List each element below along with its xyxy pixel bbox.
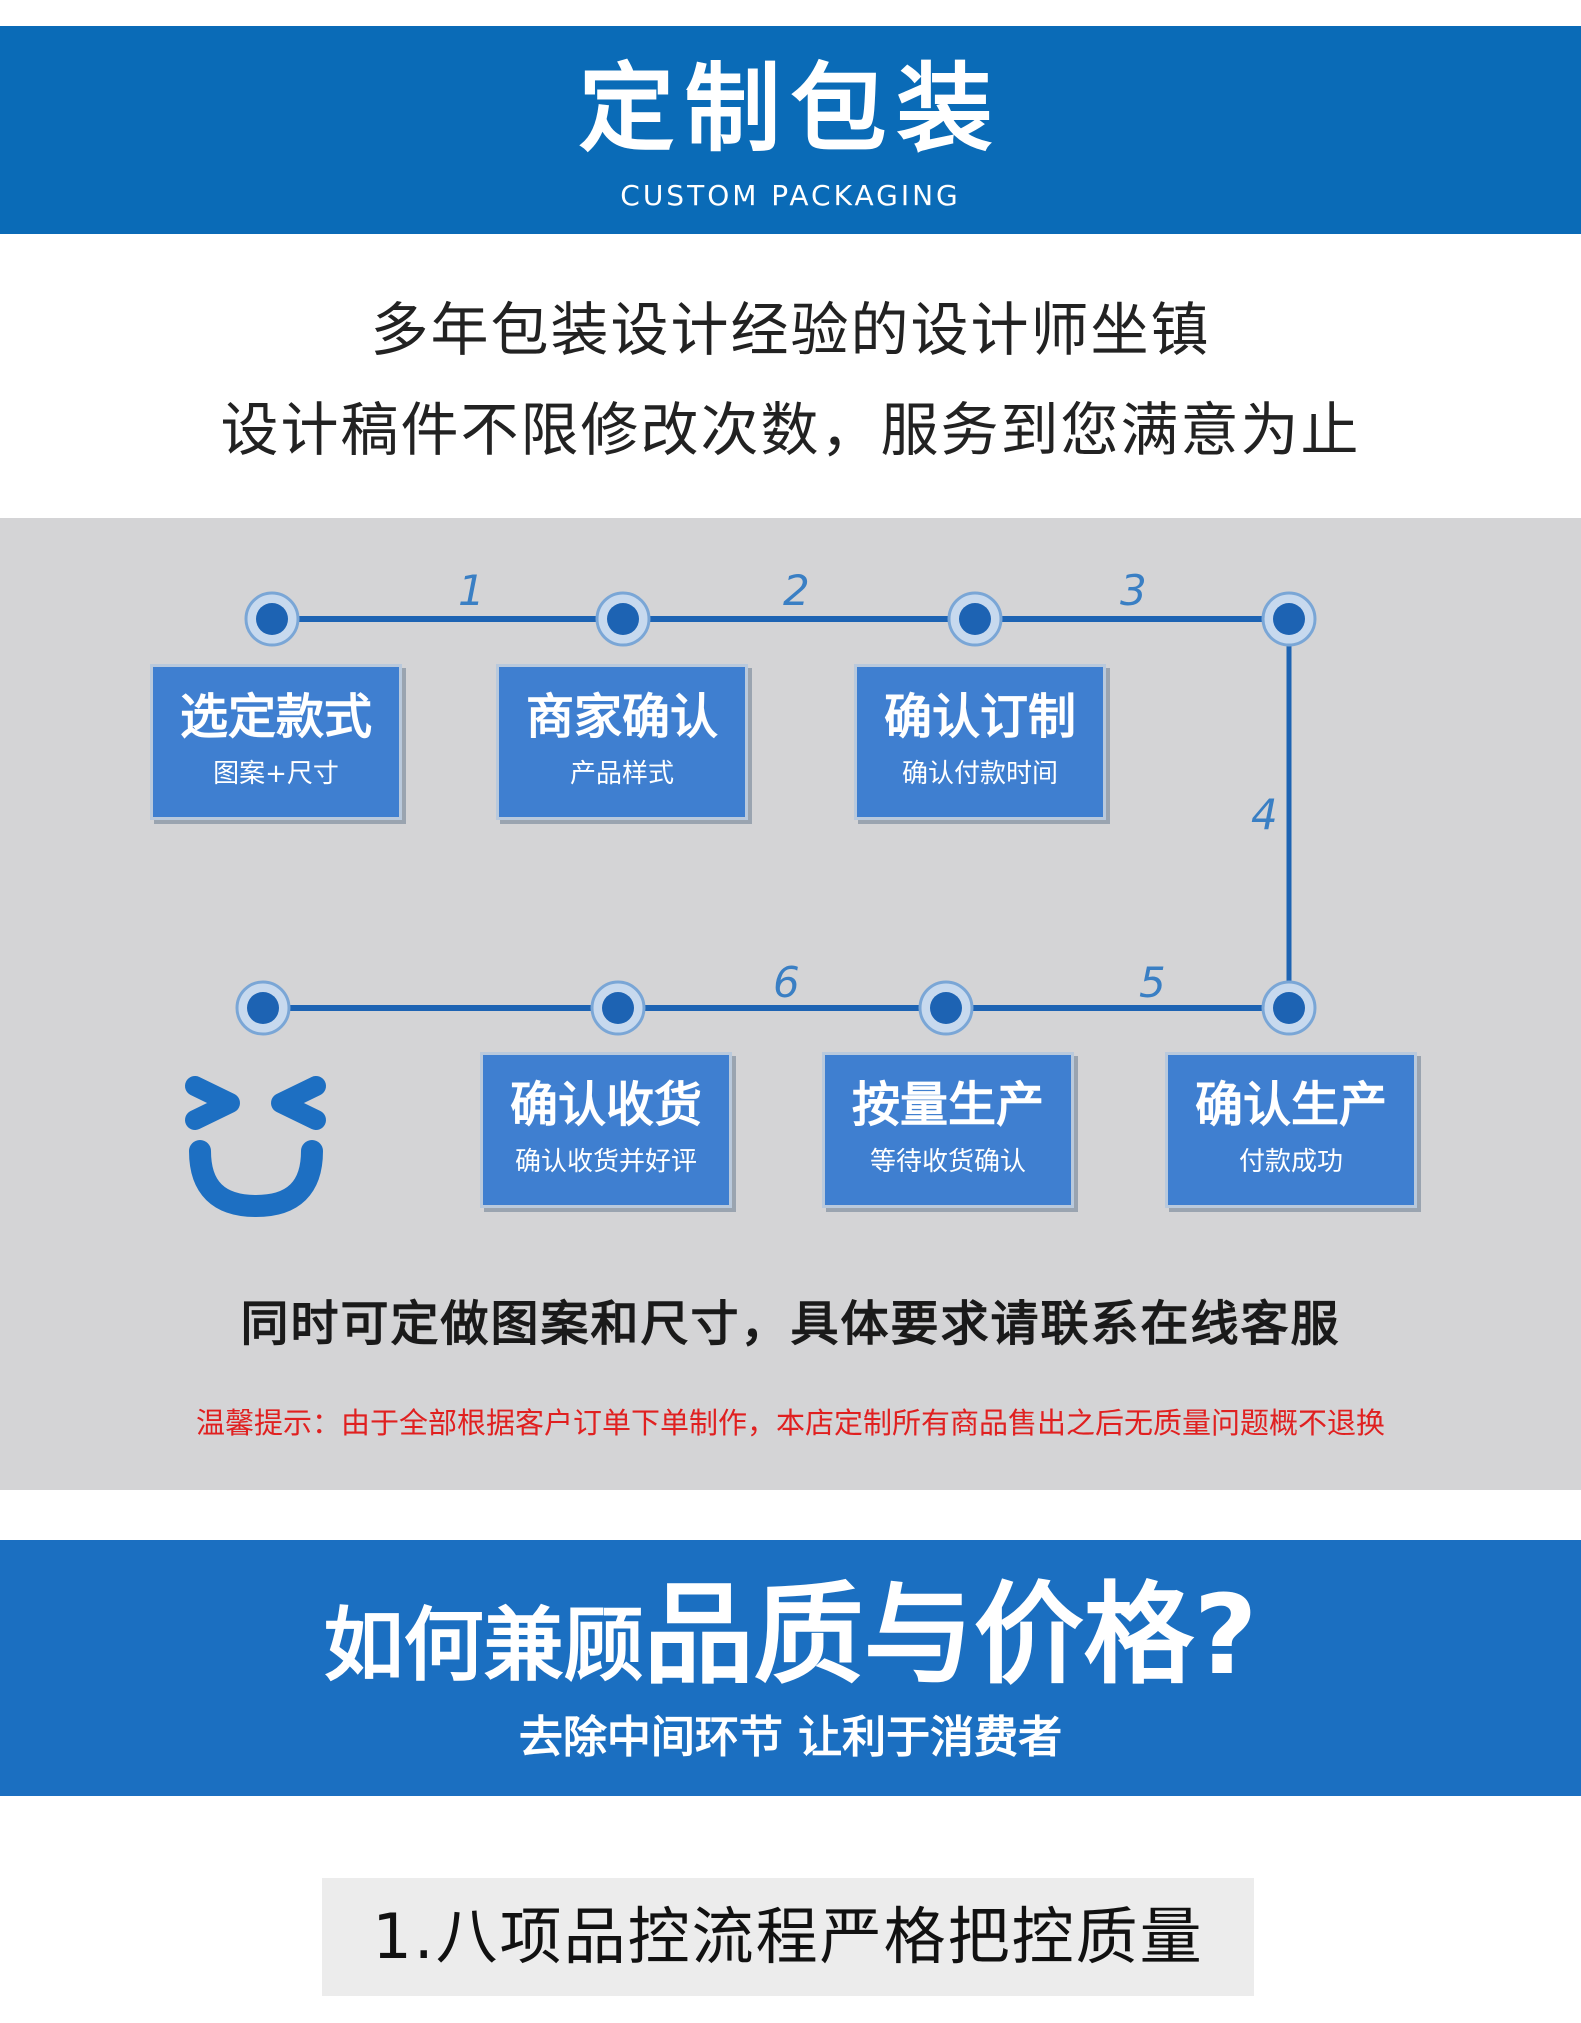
question-small: 如何兼顾 (323, 1599, 644, 1692)
flow-node (590, 980, 646, 1036)
step-box-mass-production: 按量生产 等待收货确认 (822, 1052, 1074, 1208)
process-flow-lines (185, 591, 1317, 1217)
flow-node (947, 591, 1003, 647)
step-box-confirm-customize: 确认订制 确认付款时间 (854, 664, 1106, 820)
banner-question: 如何兼顾品质与价格? (0, 1570, 1581, 1733)
step-subtitle: 确认付款时间 (901, 759, 1058, 789)
warning-text: 温馨提示：由于全部根据客户订单下单制作，本店定制所有商品售出之后无质量问题概不退… (195, 1406, 1385, 1440)
step-number-6: 6 (773, 958, 800, 1007)
quality-price-banner: 如何兼顾品质与价格? 去除中间环节 让利于消费者 (0, 1540, 1581, 1796)
step-number-3: 3 (1120, 566, 1147, 615)
step-box-confirm-receipt: 确认收货 确认收货并好评 (480, 1052, 732, 1208)
flow-node (235, 980, 291, 1036)
step-subtitle: 图案+尺寸 (213, 759, 339, 789)
step-title: 选定款式 (179, 689, 372, 745)
flow-node (244, 591, 300, 647)
step-title: 确认订制 (883, 689, 1076, 745)
banner-subtitle: 去除中间环节 让利于消费者 (518, 1712, 1063, 1763)
step-number-2: 2 (783, 566, 810, 615)
step-number-5: 5 (1139, 958, 1166, 1007)
custom-note: 同时可定做图案和尺寸，具体要求请联系在线客服 (240, 1296, 1341, 1352)
header-subtitle: CUSTOM PACKAGING (620, 179, 961, 212)
step-subtitle: 等待收货确认 (869, 1147, 1026, 1177)
flow-node (1261, 980, 1317, 1036)
header-banner: 定制包装 CUSTOM PACKAGING (0, 26, 1581, 234)
flow-node (1261, 591, 1317, 647)
flow-node (918, 980, 974, 1036)
step-title: 按量生产 (851, 1077, 1044, 1133)
step-title: 商家确认 (525, 689, 718, 745)
process-panel: 1 2 3 4 5 6 选定款式 图案+尺寸 商家确认 产品样式 确认订制 确认… (0, 518, 1581, 1490)
flow-node (595, 591, 651, 647)
step-number-4: 4 (1251, 790, 1278, 839)
header-title: 定制包装 (578, 53, 1003, 165)
step-number-1: 1 (458, 566, 485, 615)
intro-line-1: 多年包装设计经验的设计师坐镇 (370, 296, 1211, 364)
step-box-merchant-confirm: 商家确认 产品样式 (496, 664, 748, 820)
step-subtitle: 确认收货并好评 (514, 1147, 697, 1177)
section-heading: 1.八项品控流程严格把控质量 (322, 1878, 1254, 1996)
step-title: 确认生产 (1194, 1077, 1387, 1133)
step-subtitle: 付款成功 (1238, 1147, 1343, 1177)
intro-line-2: 设计稿件不限修改次数，服务到您满意为止 (220, 396, 1361, 464)
step-subtitle: 产品样式 (569, 759, 674, 789)
step-title: 确认收货 (509, 1077, 702, 1133)
step-box-confirm-production: 确认生产 付款成功 (1165, 1052, 1417, 1208)
step-box-select-style: 选定款式 图案+尺寸 (150, 664, 402, 820)
question-big: 品质与价格? (643, 1571, 1258, 1699)
smiley-face-icon (185, 1076, 326, 1217)
